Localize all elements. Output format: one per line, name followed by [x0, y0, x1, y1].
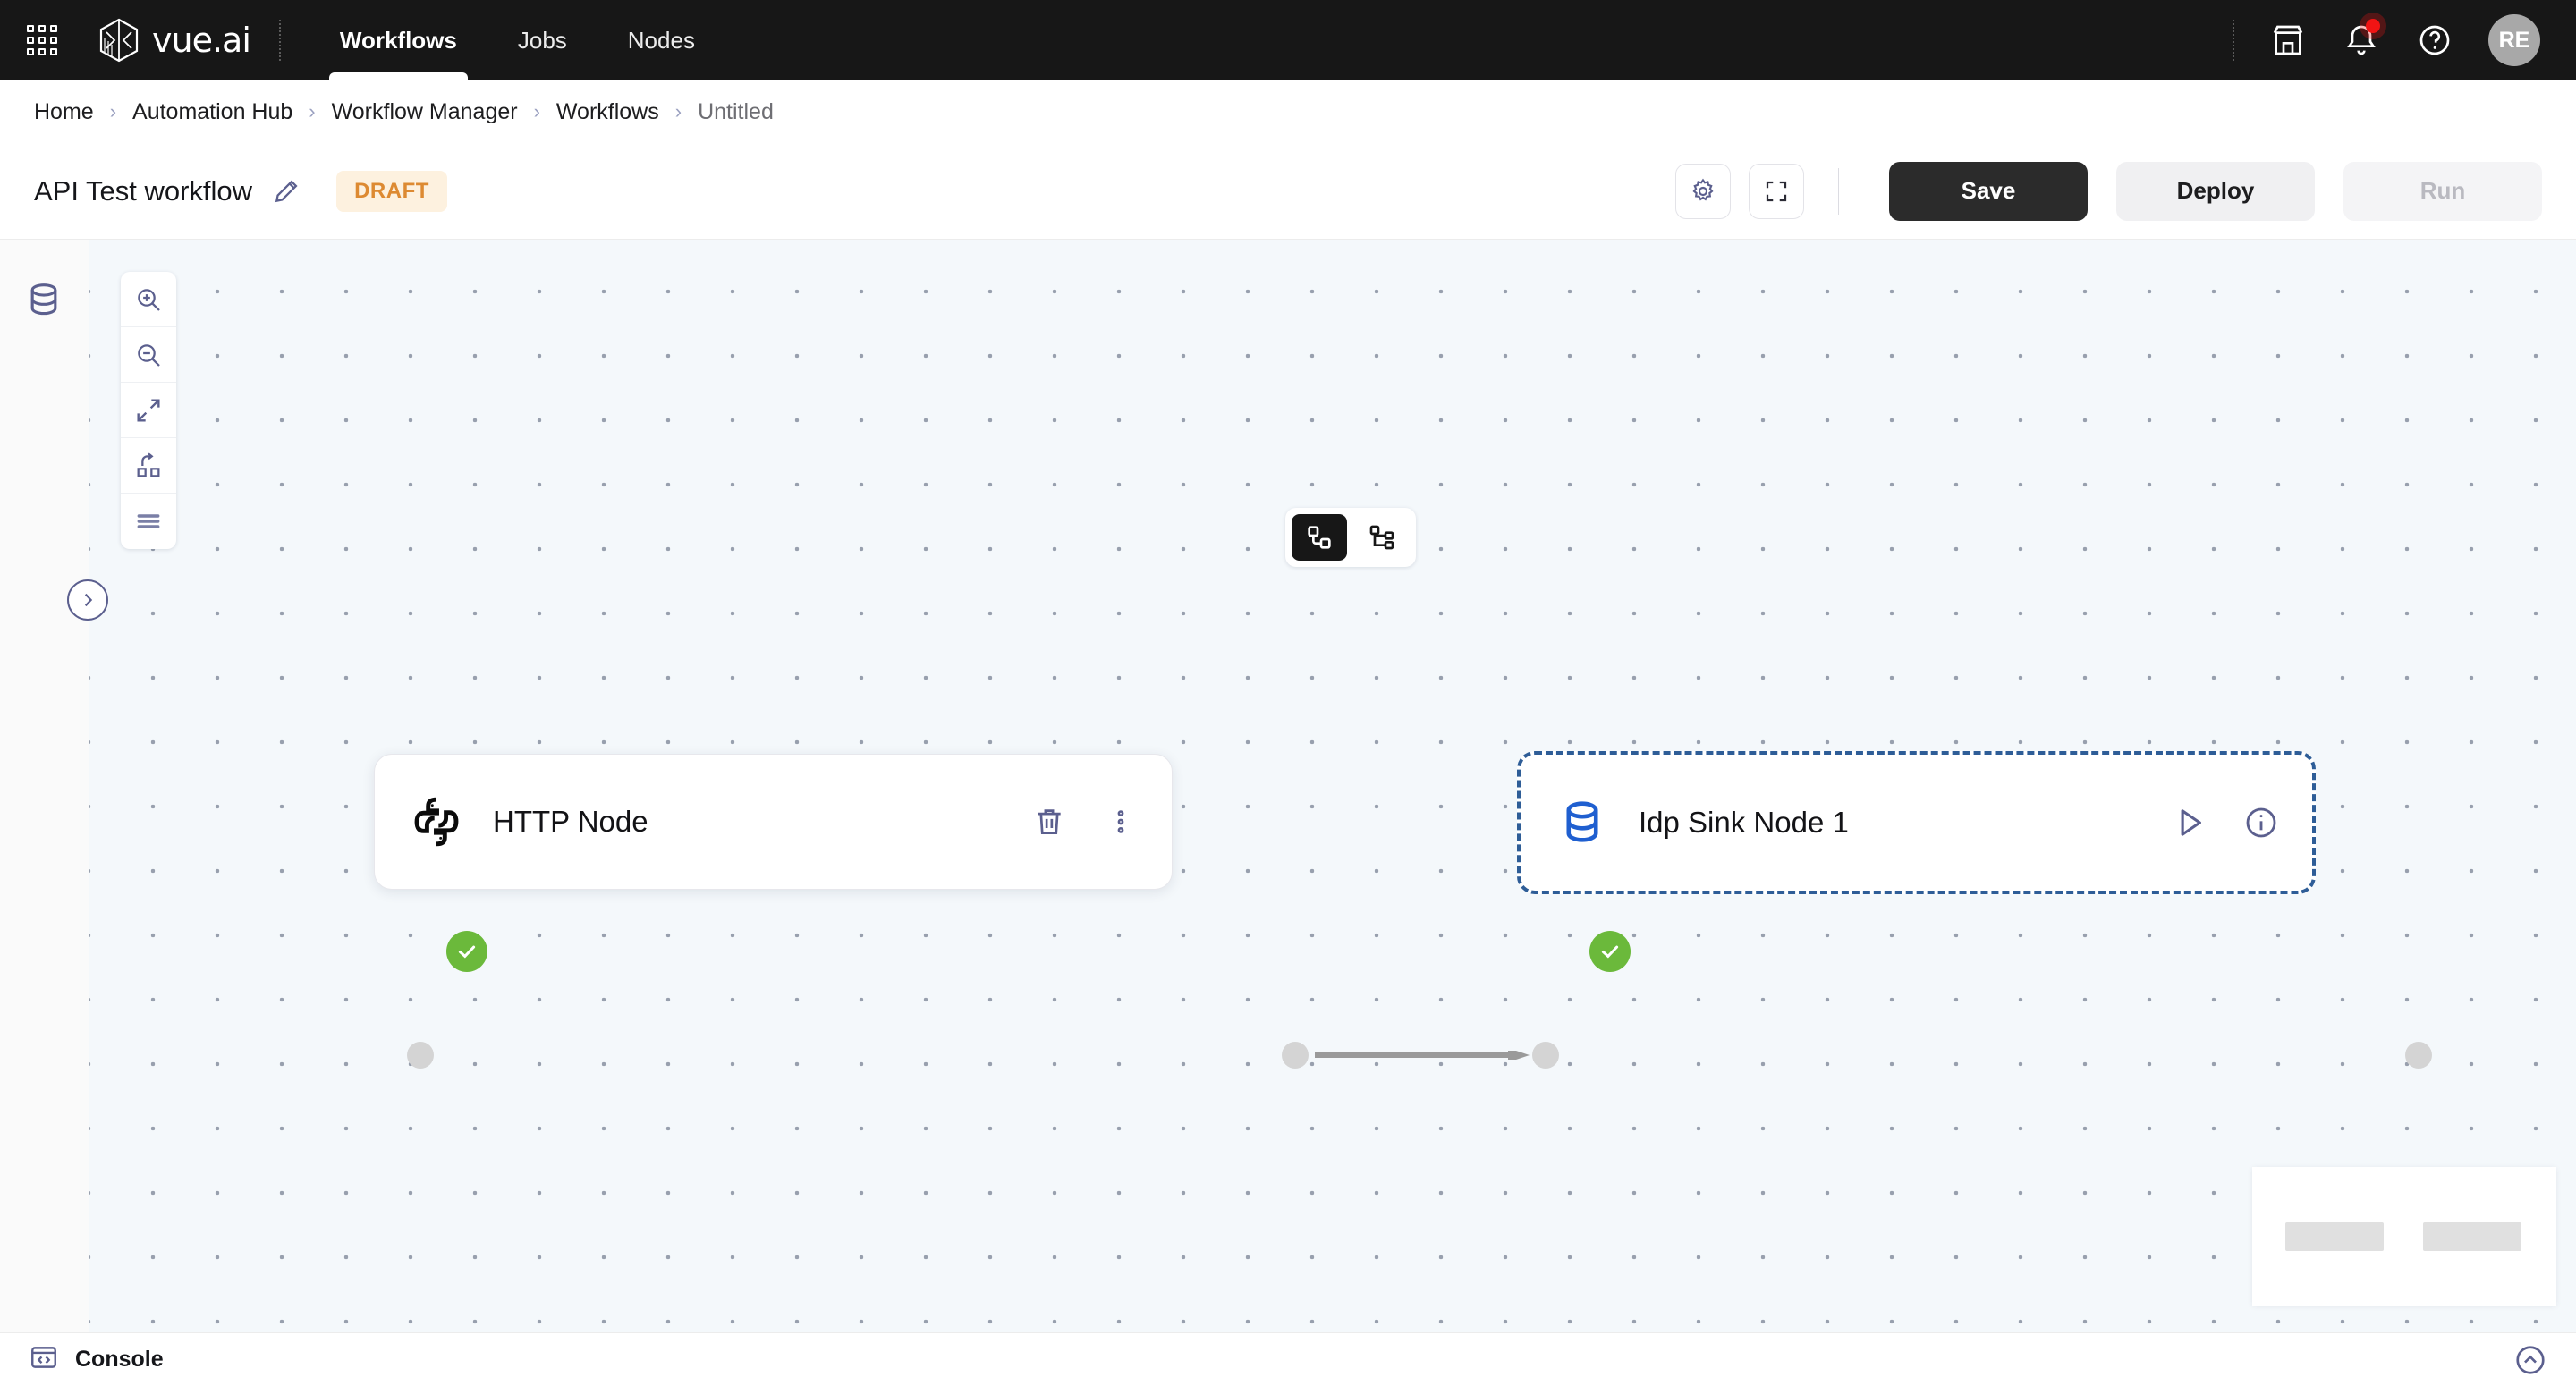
node-actions — [2169, 802, 2282, 843]
view-mode-toggle — [1285, 508, 1416, 567]
trash-icon[interactable] — [1029, 801, 1070, 842]
notification-badge-dot — [2366, 19, 2380, 33]
chevron-right-icon[interactable] — [67, 579, 108, 621]
python-icon — [405, 790, 468, 853]
node-handle-input[interactable] — [1532, 1042, 1559, 1069]
breadcrumb-item-untitled: Untitled — [698, 98, 774, 124]
tree-view-icon[interactable] — [1354, 514, 1410, 561]
breadcrumb-item-workflows[interactable]: Workflows — [555, 98, 659, 124]
page-title: API Test workflow — [34, 174, 253, 207]
title-bar-actions: Save Deploy Run — [1657, 161, 2542, 221]
chevron-right-icon: › — [674, 100, 682, 123]
node-handle-output[interactable] — [2405, 1042, 2432, 1069]
zoom-in-icon[interactable] — [121, 272, 176, 327]
toolbar-divider — [1838, 167, 1839, 215]
workflow-node-idp-sink[interactable]: Idp Sink Node 1 — [1517, 751, 2316, 894]
grid-apps-icon[interactable] — [21, 20, 63, 61]
tab-nodes-label: Nodes — [627, 26, 695, 54]
fullscreen-icon[interactable] — [1749, 163, 1804, 219]
tab-nodes[interactable]: Nodes — [597, 0, 725, 80]
brand-logo[interactable]: vue.ai — [98, 18, 251, 63]
brand-name: vue.ai — [152, 21, 251, 60]
save-button[interactable]: Save — [1889, 161, 2088, 221]
canvas-zoom-toolbar — [121, 272, 176, 549]
avatar-initials: RE — [2498, 27, 2530, 53]
chevron-right-icon: › — [533, 100, 540, 123]
nav-right-actions: RE — [2233, 14, 2576, 66]
node-handle-output[interactable] — [1282, 1042, 1309, 1069]
workflow-node-label: Idp Sink Node 1 — [1639, 806, 1849, 839]
workflow-node-http[interactable]: HTTP Node — [374, 754, 1173, 890]
avatar[interactable]: RE — [2488, 14, 2540, 66]
play-icon[interactable] — [2169, 802, 2210, 843]
deploy-button[interactable]: Deploy — [2116, 161, 2315, 221]
more-vertical-icon[interactable] — [1100, 801, 1141, 842]
database-icon[interactable] — [24, 280, 64, 324]
chevron-right-icon: › — [309, 100, 316, 123]
auto-layout-icon[interactable] — [121, 438, 176, 494]
flow-canvas[interactable]: HTTP Node — [89, 240, 2576, 1332]
list-menu-icon[interactable] — [121, 494, 176, 549]
edge-connector[interactable] — [1315, 1051, 1530, 1060]
minimap-node — [2285, 1222, 2384, 1251]
zoom-out-icon[interactable] — [121, 327, 176, 383]
pencil-icon[interactable] — [272, 177, 301, 206]
gear-icon[interactable] — [1675, 163, 1731, 219]
console-toggle[interactable]: Console — [29, 1342, 164, 1377]
flow-view-icon[interactable] — [1292, 514, 1347, 561]
storefront-icon[interactable] — [2268, 21, 2308, 60]
database-icon — [1551, 791, 1614, 854]
bell-icon[interactable] — [2342, 19, 2381, 60]
breadcrumb-item-home[interactable]: Home — [34, 98, 94, 124]
fit-screen-icon[interactable] — [121, 383, 176, 438]
workflow-editor: HTTP Node — [0, 240, 2576, 1332]
canvas-minimap[interactable] — [2252, 1167, 2556, 1306]
run-button[interactable]: Run — [2343, 161, 2542, 221]
tab-workflows-label: Workflows — [339, 26, 457, 54]
status-badge: DRAFT — [336, 170, 447, 212]
left-rail — [0, 240, 89, 1332]
check-circle-icon — [446, 931, 487, 972]
chevron-right-icon: › — [109, 100, 117, 123]
tab-workflows[interactable]: Workflows — [309, 0, 487, 80]
console-label: Console — [75, 1347, 164, 1372]
top-navigation-bar: vue.ai Workflows Jobs Nodes — [0, 0, 2576, 80]
node-handle-input[interactable] — [407, 1042, 434, 1069]
workflow-title-bar: API Test workflow DRAFT Save Deploy Run — [0, 143, 2576, 240]
info-circle-icon[interactable] — [2241, 802, 2282, 843]
breadcrumb-item-workflow-manager[interactable]: Workflow Manager — [331, 98, 518, 124]
tab-jobs-label: Jobs — [517, 26, 567, 54]
vue-ai-logo-icon — [99, 18, 139, 63]
node-actions — [1029, 801, 1141, 842]
nav-divider — [278, 20, 281, 61]
minimap-node — [2423, 1222, 2521, 1251]
question-circle-icon[interactable] — [2415, 21, 2454, 60]
tab-jobs[interactable]: Jobs — [487, 0, 597, 80]
chevron-up-circle-icon[interactable] — [2513, 1343, 2547, 1377]
primary-tabs: Workflows Jobs Nodes — [309, 0, 725, 80]
check-circle-icon — [1589, 931, 1631, 972]
workflow-node-label: HTTP Node — [493, 805, 648, 838]
code-window-icon — [29, 1342, 59, 1377]
breadcrumb-item-automation-hub[interactable]: Automation Hub — [132, 98, 293, 124]
console-bar: Console — [0, 1332, 2576, 1386]
breadcrumb: Home › Automation Hub › Workflow Manager… — [0, 80, 2576, 143]
nav-right-divider — [2233, 20, 2234, 61]
